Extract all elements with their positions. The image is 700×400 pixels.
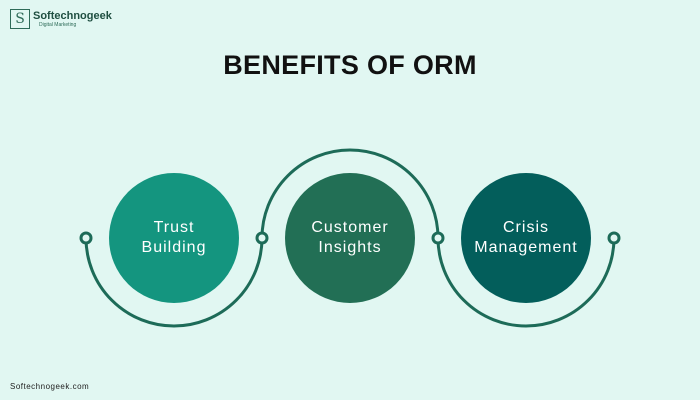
node-label-line2: Building — [141, 239, 207, 256]
connector-dot — [607, 231, 621, 245]
node-circles — [109, 173, 591, 303]
connector-dot — [255, 231, 269, 245]
connector-arc-middle — [260, 148, 440, 240]
page-title: BENEFITS OF ORM — [223, 50, 477, 80]
node-label-line2: Insights — [318, 239, 382, 256]
connector-lines — [84, 148, 616, 328]
brand-logo: S Softechnogeek Digital Marketing — [10, 9, 112, 29]
connector-arc-right — [436, 236, 616, 328]
logo-mark: S — [10, 9, 30, 29]
node-label-line1: Trust — [153, 219, 195, 236]
connector-arc-left — [84, 236, 264, 328]
node-customer-insights: Customer Insights — [285, 173, 415, 303]
logo-text: Softechnogeek Digital Marketing — [33, 10, 112, 28]
connector-dot — [431, 231, 445, 245]
node-circle-trust-building — [109, 173, 239, 303]
brand-name: Softechnogeek — [33, 10, 112, 22]
node-crisis-management: Crisis Management — [461, 173, 591, 303]
footer-website: Softechnogeek.com — [10, 382, 90, 391]
node-circle-crisis-management — [461, 173, 591, 303]
connector-dots — [79, 231, 621, 245]
node-label-line2: Management — [474, 239, 578, 256]
node-circle-customer-insights — [285, 173, 415, 303]
connector-dot — [79, 231, 93, 245]
node-trust-building: Trust Building — [109, 173, 239, 303]
node-label-line1: Crisis — [503, 219, 549, 236]
node-label-line1: Customer — [311, 219, 389, 236]
brand-tagline: Digital Marketing — [39, 22, 77, 28]
